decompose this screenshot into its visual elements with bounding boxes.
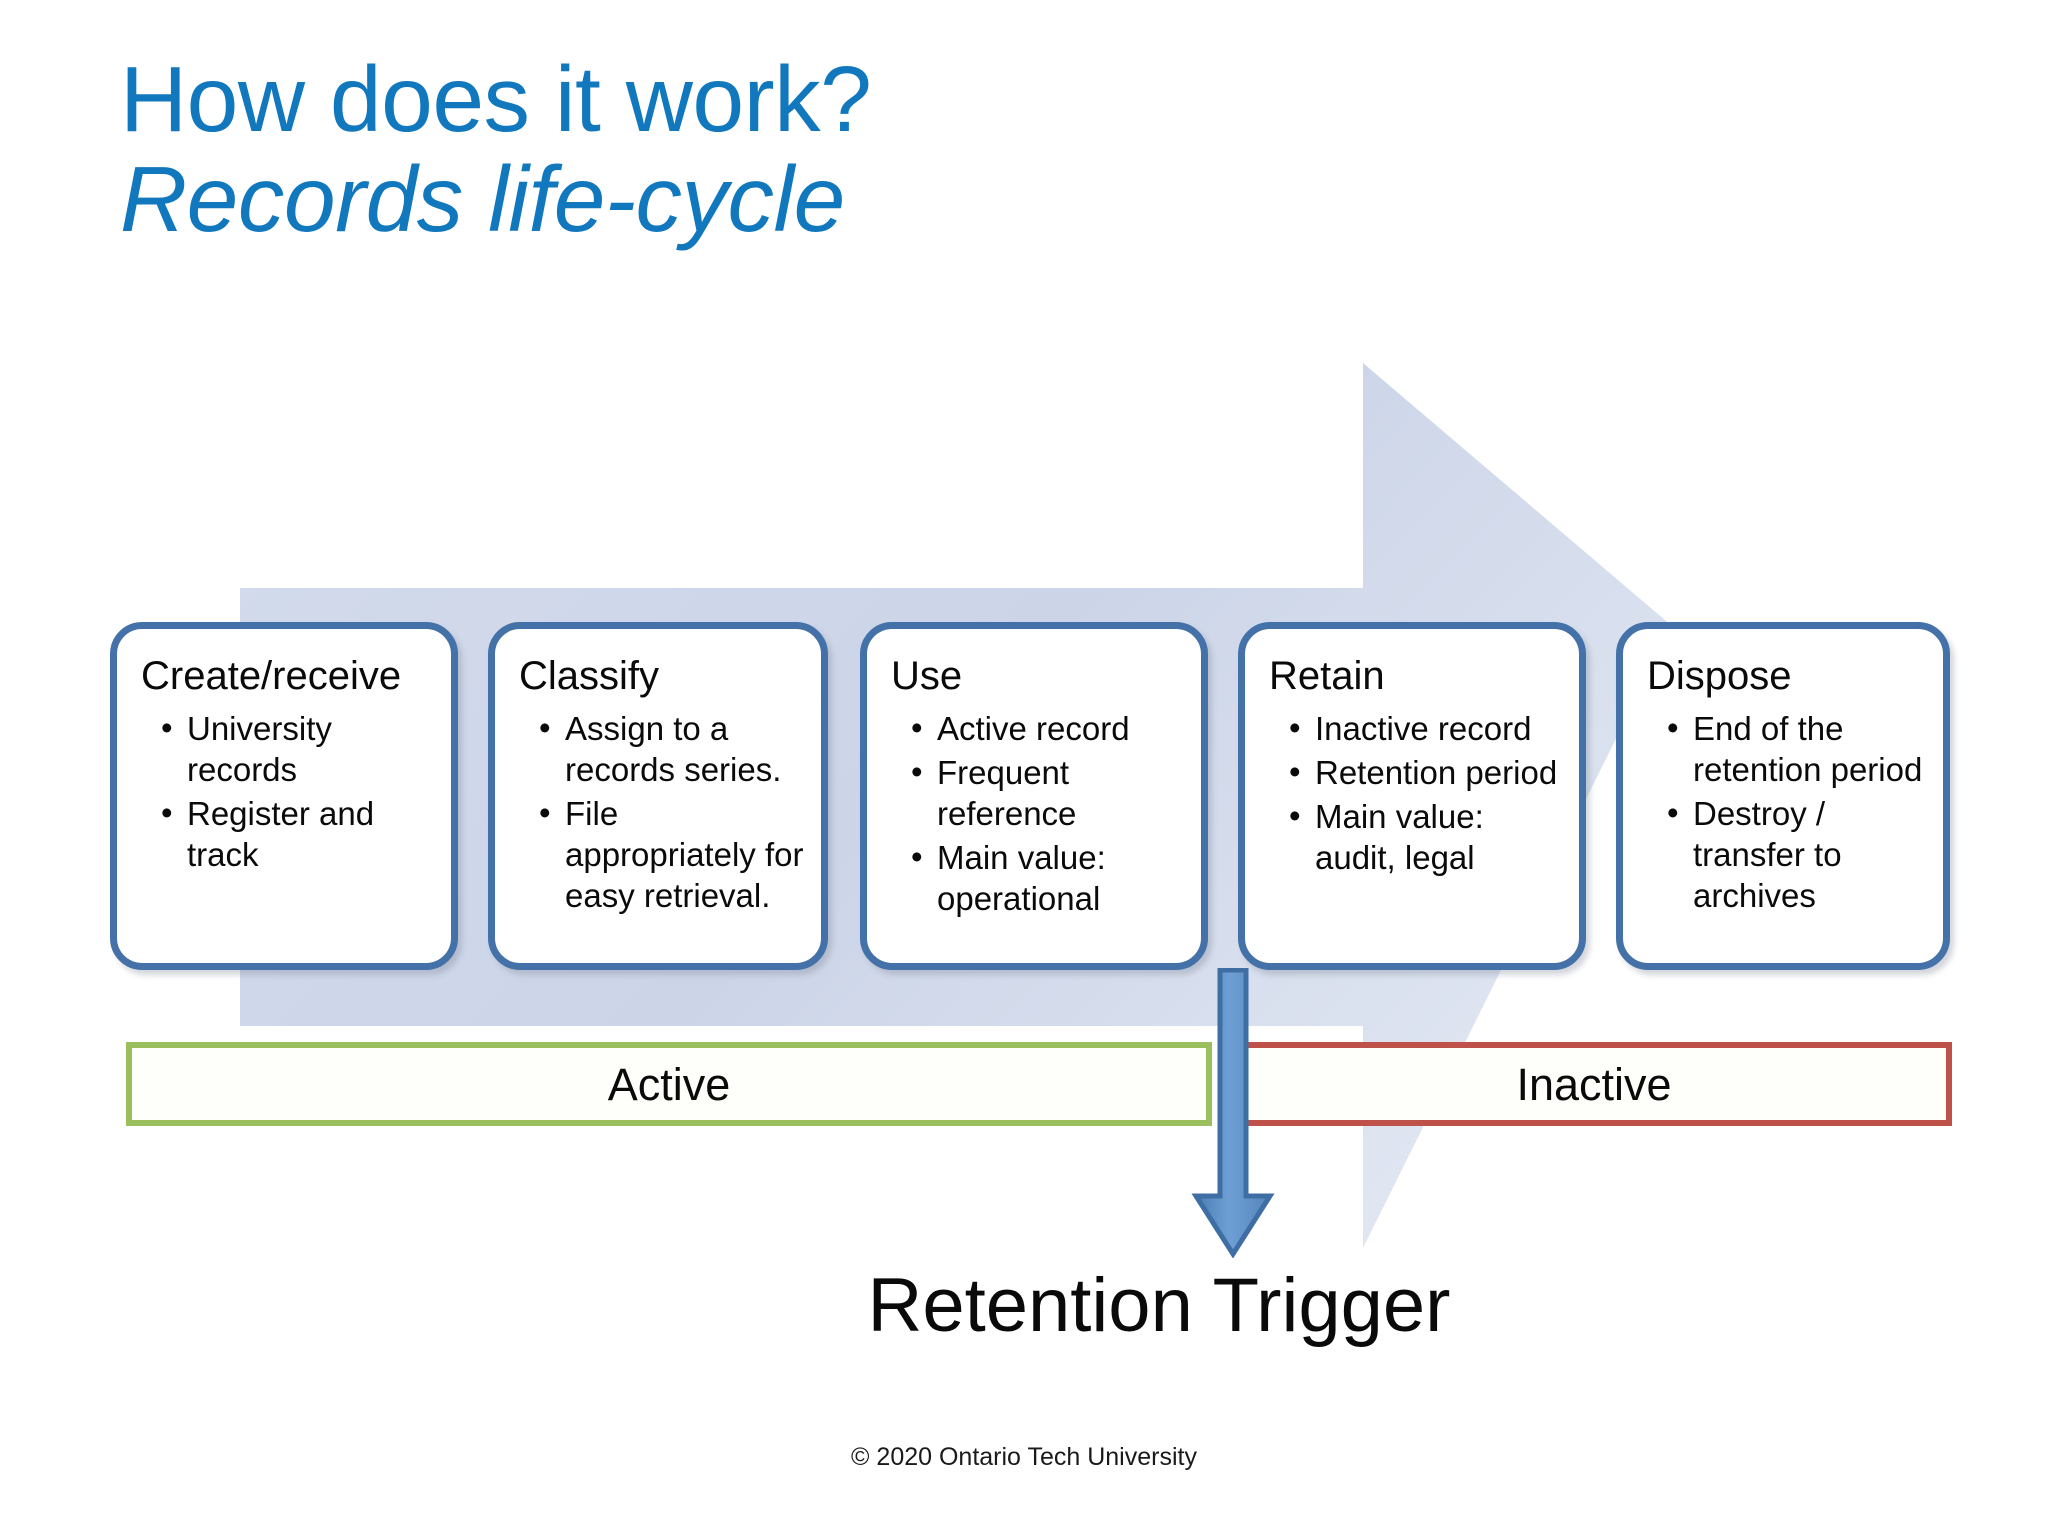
stage-title: Dispose [1647, 654, 1792, 698]
stage-bullet-list: University records Register and track [117, 708, 451, 876]
stage-box-retain[interactable]: Retain Inactive record Retention period … [1238, 622, 1586, 970]
list-item: Retention period [1289, 752, 1565, 794]
list-item: University records [161, 708, 437, 791]
stage-box-classify[interactable]: Classify Assign to a records series. Fil… [488, 622, 828, 970]
stage-box-use[interactable]: Use Active record Frequent reference Mai… [860, 622, 1208, 970]
footer-copyright: © 2020 Ontario Tech University [851, 1443, 1197, 1471]
page-title: How does it work? [120, 47, 872, 151]
retention-trigger-caption: Retention Trigger [0, 1268, 2048, 1344]
stage-title: Retain [1269, 654, 1385, 698]
stage-bullet-list: Assign to a records series. File appropr… [495, 708, 821, 917]
phase-label-active: Active [607, 1058, 731, 1110]
list-item: Inactive record [1289, 708, 1565, 750]
stage-bullet-list: End of the retention period Destroy / tr… [1623, 708, 1943, 917]
list-item: File appropriately for easy retrieval. [539, 793, 807, 917]
list-item: Main value: operational [911, 837, 1187, 920]
stage-bullet-list: Active record Frequent reference Main va… [867, 708, 1201, 920]
stage-box-create-receive[interactable]: Create/receive University records Regist… [110, 622, 458, 970]
title-block: How does it work? Records life-cycle [120, 52, 1620, 251]
phase-label-inactive: Inactive [1516, 1058, 1672, 1110]
stage-bullet-list: Inactive record Retention period Main va… [1245, 708, 1579, 879]
list-item: Active record [911, 708, 1187, 750]
retention-trigger-label: Retention Trigger [867, 1263, 1451, 1348]
list-item: Assign to a records series. [539, 708, 807, 791]
stage-title: Create/receive [141, 654, 402, 698]
list-item: Main value: audit, legal [1289, 796, 1565, 879]
stage-box-dispose[interactable]: Dispose End of the retention period Dest… [1616, 622, 1950, 970]
page-subtitle: Records life-cycle [120, 146, 845, 251]
list-item: Frequent reference [911, 752, 1187, 835]
stage-title: Use [891, 654, 963, 698]
list-item: Register and track [161, 793, 437, 876]
phase-bar-active[interactable]: Active [126, 1042, 1212, 1126]
stage-title: Classify [519, 654, 660, 698]
list-item: End of the retention period [1667, 708, 1929, 791]
phase-bar-inactive[interactable]: Inactive [1236, 1042, 1952, 1126]
list-item: Destroy / transfer to archives [1667, 793, 1929, 917]
